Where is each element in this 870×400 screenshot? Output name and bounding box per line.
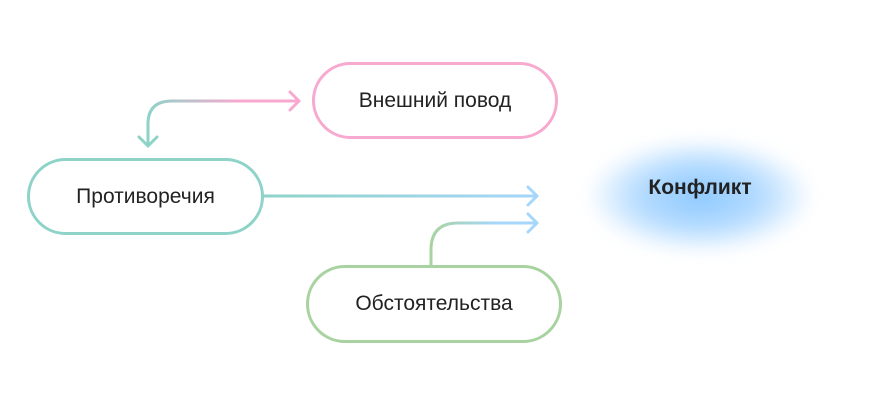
arrow-external-to-contradictions — [146, 99, 301, 148]
node-contradictions: Противоречия — [27, 158, 264, 235]
arrowhead-right-icon — [526, 185, 539, 207]
conflict-glow — [590, 140, 810, 252]
node-label: Противоречия — [76, 184, 215, 208]
arrow-circumstances-to-conflict — [429, 221, 539, 268]
node-label: Внешний повод — [358, 88, 512, 112]
node-label: Обстоятельства — [355, 292, 513, 315]
node-circumstances: Обстоятельства — [306, 265, 562, 343]
node-conflict: Конфликт — [648, 176, 752, 199]
arrowhead-right-icon — [288, 90, 301, 112]
arrowhead-down-icon — [137, 135, 159, 148]
arrowhead-right-icon — [526, 212, 539, 234]
node-external-cause: Внешний повод — [312, 62, 558, 139]
